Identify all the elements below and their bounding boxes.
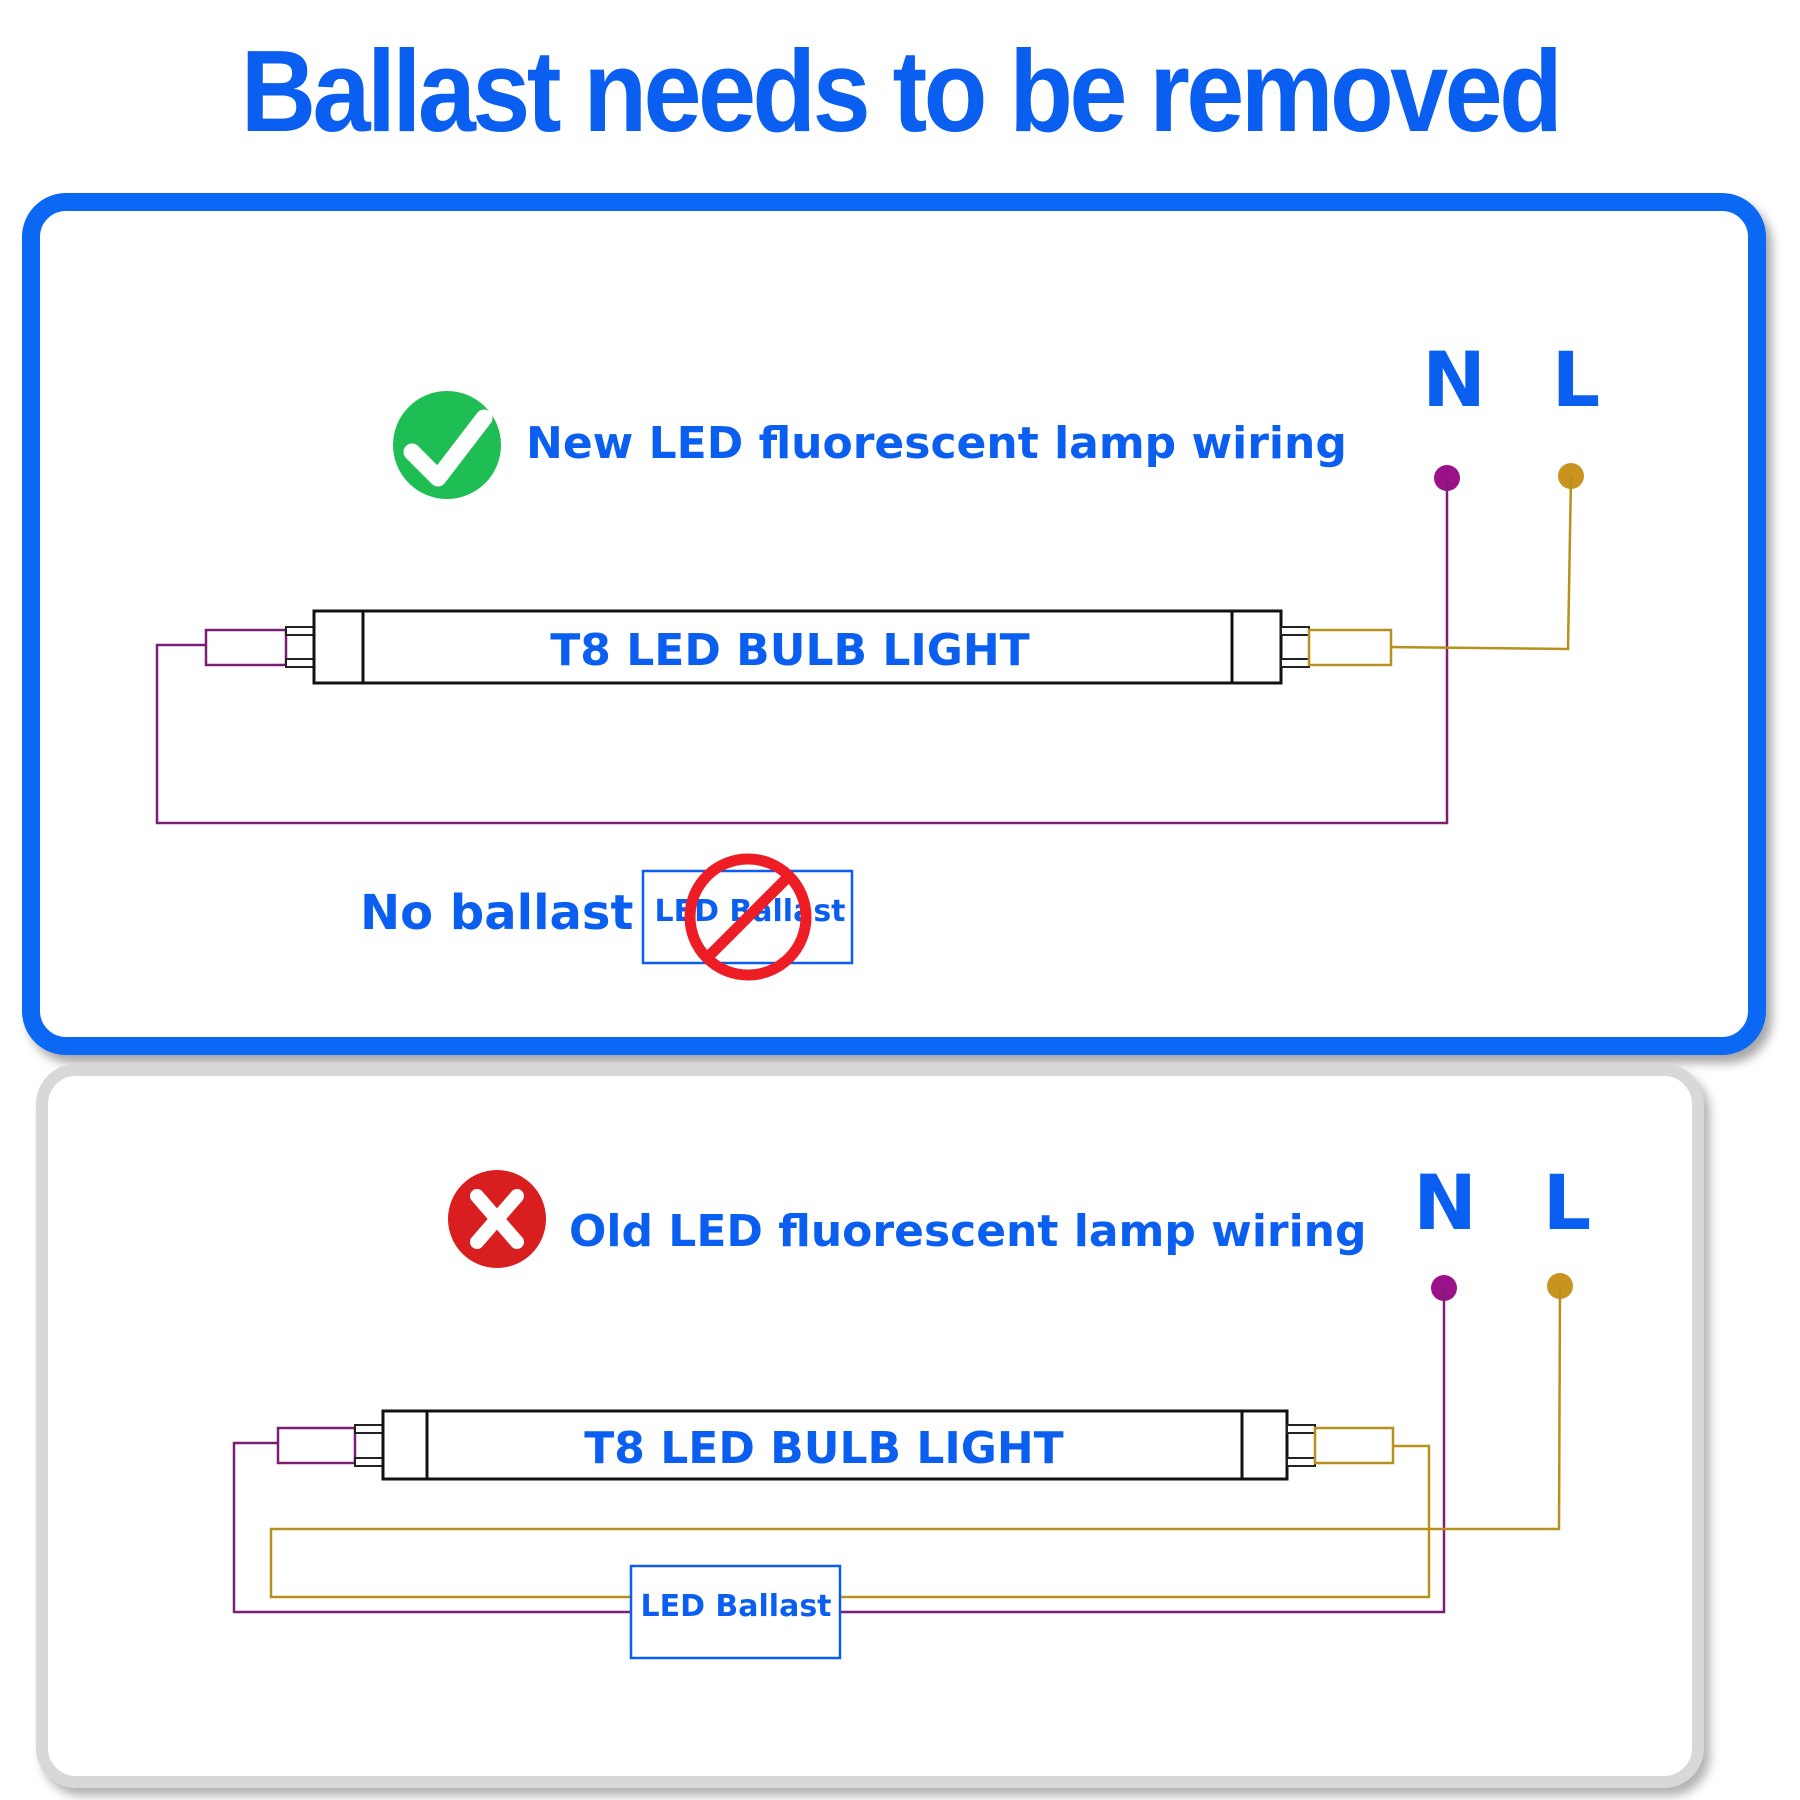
- led-ballast-label: LED Ballast: [640, 1589, 831, 1624]
- right-pin: [1280, 626, 1310, 636]
- live-wire: [269, 1285, 1562, 1599]
- bulb-label: T8 LED BULB LIGHT: [550, 625, 1029, 676]
- left-pin: [354, 1457, 384, 1467]
- left-connector: [276, 1426, 357, 1465]
- new-wiring-diagram: New LED fluorescent lamp wiring N L T8 L…: [155, 335, 1600, 981]
- right-connector: [1307, 628, 1393, 667]
- led-ballast-box: [629, 1564, 842, 1660]
- left-connector: [204, 628, 288, 667]
- check-circle-icon: [393, 391, 501, 499]
- terminal-n-label: N: [1413, 1158, 1477, 1247]
- page-title: Ballast needs to be removed: [240, 26, 1563, 156]
- old-wiring-heading: Old LED fluorescent lamp wiring: [569, 1206, 1367, 1257]
- neutral-wire: [155, 478, 1449, 825]
- bulb-label: T8 LED BULB LIGHT: [584, 1423, 1063, 1474]
- terminal-l-label: L: [1552, 335, 1600, 424]
- old-wiring-diagram: Old LED fluorescent lamp wiring N L T8 L…: [232, 1158, 1591, 1660]
- live-wire: [1390, 475, 1573, 651]
- no-ballast-label: No ballast: [360, 885, 633, 941]
- right-pin: [1280, 658, 1310, 668]
- right-pin: [1286, 1457, 1316, 1467]
- right-connector: [1313, 1426, 1395, 1465]
- right-pin: [1286, 1424, 1316, 1434]
- cross-circle-icon: [448, 1170, 546, 1268]
- terminal-n-label: N: [1422, 335, 1486, 424]
- left-pin: [285, 658, 315, 668]
- left-pin: [285, 626, 315, 636]
- terminal-l-label: L: [1543, 1158, 1591, 1247]
- t8-led-bulb: [381, 1409, 1289, 1481]
- new-wiring-heading: New LED fluorescent lamp wiring: [526, 418, 1347, 469]
- t8-led-bulb: [312, 609, 1283, 685]
- live-wire: [840, 1444, 1431, 1599]
- left-pin: [354, 1424, 384, 1434]
- neutral-wire: [232, 1288, 1446, 1614]
- no-sign-icon: [684, 853, 812, 981]
